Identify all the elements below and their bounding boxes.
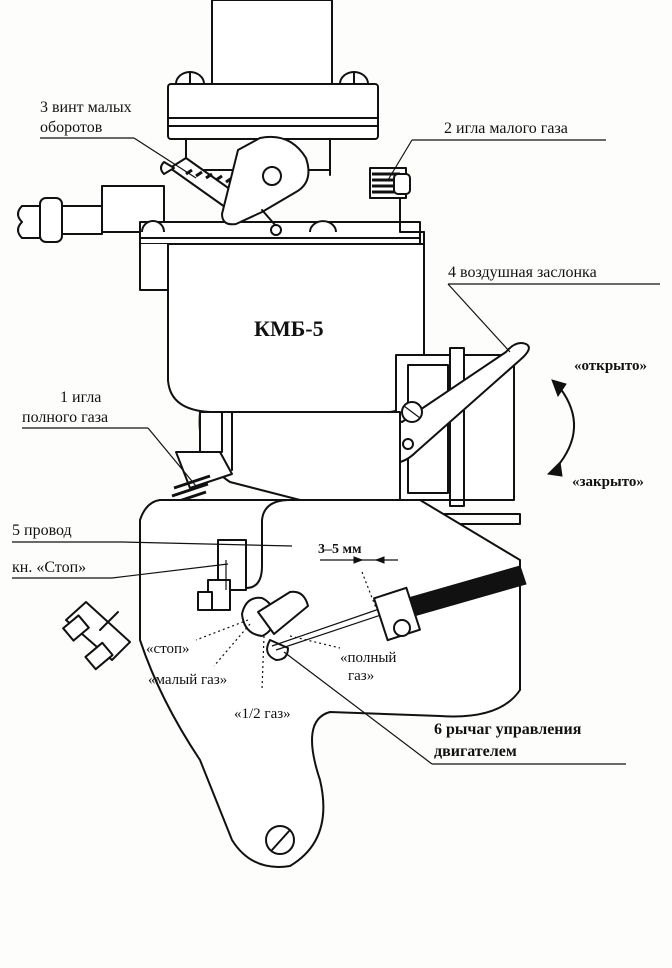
label-lever-l2: двигателем [434,743,517,760]
throttle-cable [373,565,527,642]
label-needle-low: 2 игла малого газа [444,120,568,137]
label-stop: «стоп» [146,641,190,657]
wire [245,499,291,589]
label-air-damper: 4 воздушная заслонка [448,264,597,281]
label-full-gas: «полный газ» [340,650,400,684]
label-open: «открыто» [574,358,647,374]
leader-lines [12,137,660,765]
model-title: КМБ-5 [254,316,324,341]
label-full-gas-l2: газ» [348,668,374,684]
position-markers [195,571,377,691]
idle-needle[interactable] [369,167,411,199]
label-low-gas: «малый газ» [148,672,227,688]
label-lever-l1: 6 рычаг управления [434,721,582,738]
gap-arrows [320,556,398,564]
top-flange [167,71,379,140]
label-screw-low-l2: оборотов [40,119,103,136]
label-needle-full: 1 игла полного газа [22,389,108,426]
label-needle-full-l1: 1 игла [60,389,101,406]
label-lever: 6 рычаг управления двигателем [434,721,585,760]
label-stop-button: кн. «Стоп» [12,559,86,576]
label-closed: «закрыто» [572,474,644,490]
stop-button[interactable] [197,539,247,611]
open-close-arrow [546,379,575,477]
label-screw-low-l1: 3 винт малых [40,99,132,116]
label-full-gas-l1: «полный [340,650,396,666]
label-half-gas: «1/2 газ» [234,706,291,722]
label-screw-low: 3 винт малых оборотов [40,99,136,136]
engine-control-lever[interactable] [241,590,391,661]
left-bolt-assembly [62,601,131,671]
mounting-bracket [139,499,521,868]
throttle-arm[interactable] [221,136,310,236]
label-gap: 3–5 мм [318,542,362,557]
label-wire: 5 провод [12,522,72,539]
label-needle-full-l2: полного газа [22,409,108,426]
